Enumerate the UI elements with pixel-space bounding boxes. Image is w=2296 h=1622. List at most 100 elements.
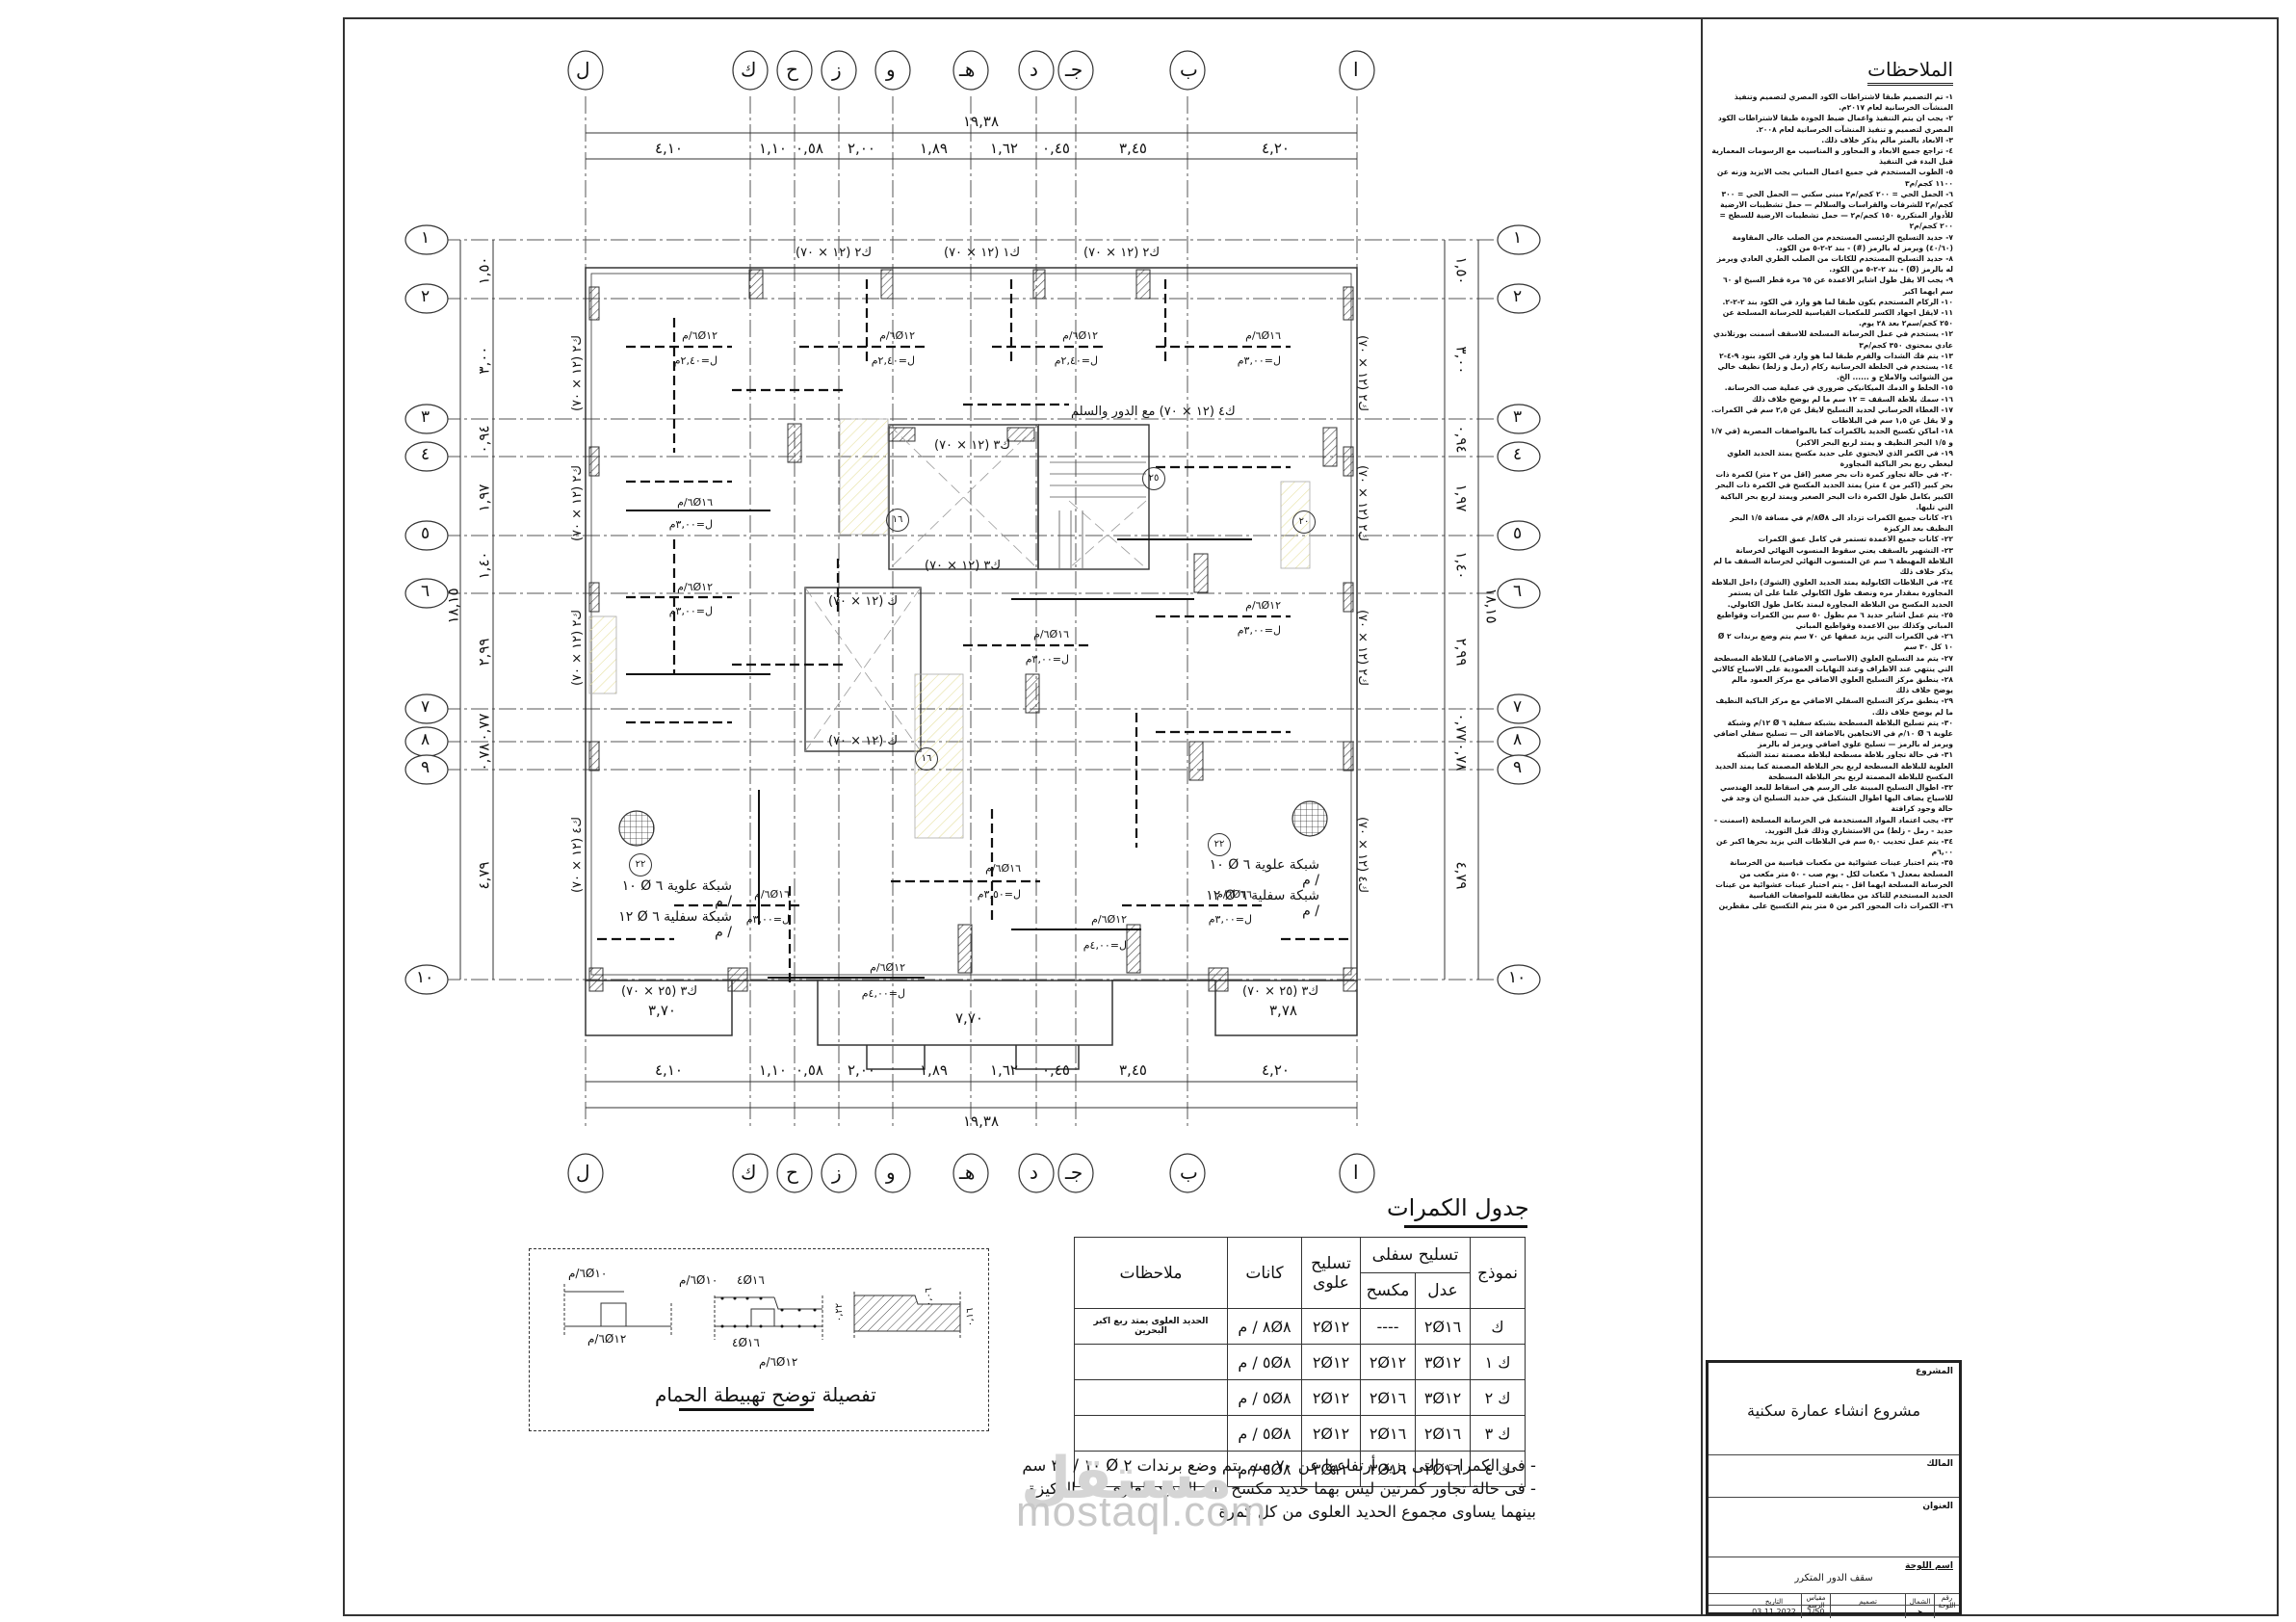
title-block-owner: المالك bbox=[1709, 1455, 1959, 1498]
vdim-right-9: ٤,٧٩ bbox=[1452, 861, 1471, 890]
dim-top-9: ٤,٢٠ bbox=[1262, 140, 1290, 157]
svg-text:ل=٣,٠٠م: ل=٣,٠٠م bbox=[1209, 913, 1252, 926]
grid-label-row-1: ١ bbox=[421, 228, 430, 248]
grid-label-col-10: ا bbox=[1353, 58, 1359, 81]
dim-top-6: ١,٦٢ bbox=[990, 140, 1018, 157]
meta-date: 03.11.2022 bbox=[1752, 1608, 1796, 1616]
svg-text:ل=٣,٠٠م: ل=٣,٠٠م bbox=[746, 913, 790, 926]
dim-bottom-4: ٢,٠٠ bbox=[848, 1061, 875, 1079]
grid-label-col-4: ز bbox=[832, 58, 842, 81]
grid-label-col-2: ك bbox=[741, 58, 757, 81]
note-item: ٢- يجب ان يتم التنفيذ واعمال ضبط الجودة … bbox=[1717, 114, 1953, 134]
grid-label-col-5: و bbox=[886, 58, 896, 81]
note-item: ١- تم التصميم طبقا لاشتراطات الكود المصر… bbox=[1734, 92, 1953, 113]
footnote-2: - فى حالة تجاور كمرتين ليس بهما حديد مكس… bbox=[1028, 1479, 1536, 1521]
grid-label-row-1-right: ١ bbox=[1513, 228, 1523, 248]
header-remarks: ملاحظات bbox=[1074, 1237, 1228, 1309]
beam-schedule-title: جدول الكمرات bbox=[1387, 1194, 1529, 1221]
beam-label-core-4: ك٣ (١٢ × ٧٠) bbox=[925, 559, 1002, 573]
grid-label-row-5: ٥ bbox=[421, 524, 430, 543]
grid-label-row-10: ١٠ bbox=[416, 968, 434, 987]
beam-label-left-1: ك٢ (١٢ × ٧٠) bbox=[570, 334, 586, 412]
meta-header-date: التاريخ bbox=[1764, 1598, 1784, 1606]
grid-label-row-2: ٢ bbox=[421, 287, 430, 306]
svg-text:٦Ø١٢/م: ٦Ø١٢/م bbox=[1062, 329, 1098, 342]
detail-label-2: ٦Ø١٢/م bbox=[587, 1332, 627, 1346]
cell-stirrups: ٥Ø٨ / م bbox=[1227, 1344, 1302, 1380]
detail-label-3: ٦Ø١٠/م bbox=[679, 1273, 718, 1287]
vdim-right-total: ١٨,١٥ bbox=[1482, 588, 1500, 624]
cell-straight: ٢Ø١٦ bbox=[1415, 1451, 1471, 1487]
note-item: ١٥- الخلط و الدمك الميكانيكي ضروري في عم… bbox=[1724, 383, 1953, 393]
grid-label-col-6-bottom: هـ bbox=[959, 1161, 976, 1184]
beam-label-left-3: ك٢ (١٢ × ٧٠) bbox=[570, 609, 586, 687]
cell-model: ك ١ bbox=[1470, 1344, 1526, 1380]
cell-remarks bbox=[1074, 1344, 1228, 1380]
mesh-top-left: شبكة علوية ٦ Ø ١٠ / م bbox=[621, 878, 732, 909]
detail-label-5: ٤Ø١٦ bbox=[732, 1336, 760, 1349]
title-block-meta-values: ➤ 1/50 03.11.2022 bbox=[1709, 1606, 1959, 1618]
svg-text:٦Ø١٦/م: ٦Ø١٦/م bbox=[754, 888, 790, 901]
svg-text:٦Ø١٦/م: ٦Ø١٦/م bbox=[677, 496, 713, 509]
grid-label-col-8: جـ bbox=[1065, 58, 1083, 81]
bottom-dim-2: ٧,٧٠ bbox=[955, 1009, 983, 1027]
watermark-logo: مستقل bbox=[1021, 1445, 1233, 1512]
beam-label-top-2: ك١ (١٢ × ٧٠) bbox=[944, 246, 1021, 260]
dim-top-8: ٣,٤٥ bbox=[1119, 140, 1147, 157]
note-item: ٧- حديد التسليح الرئيسي المستخدم من الصل… bbox=[1732, 232, 1953, 252]
beam-label-core-3: ك (١٢ × ٧٠) bbox=[828, 734, 899, 748]
dim-top-4: ٢,٠٠ bbox=[848, 140, 875, 157]
title-block-meta-headers: رقم اللوحة الشمال تصميم مقياس الرسم التا… bbox=[1709, 1594, 1959, 1609]
detail-title-underline bbox=[679, 1408, 814, 1411]
drawing-name-label: اسم اللوحة bbox=[1905, 1561, 1953, 1571]
cell-straight: ٣Ø١٢ bbox=[1415, 1344, 1471, 1380]
cell-model: ك ٢ bbox=[1470, 1379, 1526, 1416]
note-item: ٣٦- الكمرات ذات المحور اكبر من ٥ متر يتم… bbox=[1718, 902, 1953, 911]
note-item: ٣٠- يتم تسليح البلاطة المسطحة بشبكة سفلي… bbox=[1713, 718, 1953, 749]
grid-label-row-5-right: ٥ bbox=[1513, 524, 1523, 543]
slab-tag-3: ٢٠ bbox=[1292, 510, 1316, 534]
cell-stirrups: ٨Ø٨ / م bbox=[1227, 1308, 1302, 1345]
svg-text:ل=٣,٠٠م: ل=٣,٠٠م bbox=[669, 518, 713, 531]
vdim-left-6: ٢,٩٩ bbox=[475, 638, 493, 667]
dim-bottom-7: ٠,٤٥ bbox=[1042, 1061, 1070, 1079]
cell-top: ٢Ø١٢ bbox=[1301, 1308, 1361, 1345]
vdim-left-8: ٠,٧٨ bbox=[475, 743, 493, 772]
note-item: ٢٥- يتم عمل اشاير حديد ٦ مم بطول ٥٠ سم ب… bbox=[1716, 610, 1953, 630]
grid-label-col-7-bottom: د bbox=[1030, 1161, 1038, 1184]
header-straight: عدل bbox=[1415, 1272, 1471, 1309]
slab-plan-drawing: ٦Ø١٢/م ل=٢,٤٠م ٦Ø١٢/م ل=٢,٤٠م ٦Ø١٢/م ل=٢… bbox=[404, 50, 1541, 1193]
note-item: ٨- حديد التسليح المستخدم للكانات من الصل… bbox=[1716, 254, 1953, 275]
svg-text:٦Ø١٦/م: ٦Ø١٦/م bbox=[1033, 628, 1069, 641]
cell-top: ٢Ø١٢ bbox=[1301, 1344, 1361, 1380]
svg-text:ل=٢,٤٠م: ل=٢,٤٠م bbox=[1055, 354, 1098, 367]
beam-label-core-1: ك٣ (١٢ × ٧٠) bbox=[934, 438, 1011, 453]
note-item: ٢٣- التشهير بالسقف يعني سقوط المنسوب الن… bbox=[1713, 545, 1953, 576]
dim-bottom-2: ١,١٠ bbox=[759, 1061, 787, 1079]
meta-header-scale: مقياس الرسم bbox=[1801, 1594, 1830, 1609]
notes-list: ١- تم التصميم طبقا لاشتراطات الكود المصر… bbox=[1710, 92, 1953, 911]
mesh-top-right: شبكة علوية ٦ Ø ١٠ / م bbox=[1209, 857, 1319, 888]
note-item: ٢٨- ينطبق مركز التسليح العلوي الاضافي مع… bbox=[1731, 674, 1953, 695]
grid-label-row-8: ٨ bbox=[421, 730, 430, 749]
title-block-project: المشروع مشروع انشاء عمارة سكنية bbox=[1709, 1363, 1959, 1455]
vdim-left-3: ٠,٩٤ bbox=[475, 425, 493, 454]
dim-total-top: ١٩,٣٨ bbox=[963, 113, 999, 130]
header-bent: مكسح bbox=[1360, 1272, 1416, 1309]
notes-panel-divider bbox=[1701, 17, 1703, 1616]
vdim-left-7: ٠,٧٧ bbox=[475, 713, 493, 742]
mesh-bottom-left: شبكة سفلية ٦ Ø ١٢ / م bbox=[618, 909, 732, 940]
grid-label-row-9: ٩ bbox=[421, 758, 430, 777]
svg-text:ل=٢,٤٠م: ل=٢,٤٠م bbox=[872, 354, 915, 367]
table-row: ك ٣ ٢Ø١٦ ٢Ø١٦ ٢Ø١٢ ٥Ø٨ / م bbox=[1074, 1415, 1526, 1452]
grid-label-col-5-bottom: و bbox=[886, 1161, 896, 1184]
slab-tag-6: ٢٢ bbox=[1208, 833, 1231, 856]
beam-label-bottom-2: ك٣ (٢٥ × ٧٠) bbox=[1242, 984, 1319, 999]
detail-label-6: ٦Ø١٢/م bbox=[759, 1355, 798, 1369]
grid-label-col-4-bottom: ز bbox=[832, 1161, 842, 1184]
dim-bottom-6: ١,٦٢ bbox=[990, 1061, 1018, 1079]
address-label: العنوان bbox=[1922, 1502, 1953, 1511]
note-item: ٥- الطوب المستخدم في جميع اعمال المباني … bbox=[1716, 168, 1953, 188]
note-item: ١١- لايقل اجهاد الكسر للمكعبات القياسية … bbox=[1722, 308, 1953, 328]
note-item: ١٩- في الكمر الذي لايحتوي على حديد مكسح … bbox=[1727, 448, 1953, 468]
